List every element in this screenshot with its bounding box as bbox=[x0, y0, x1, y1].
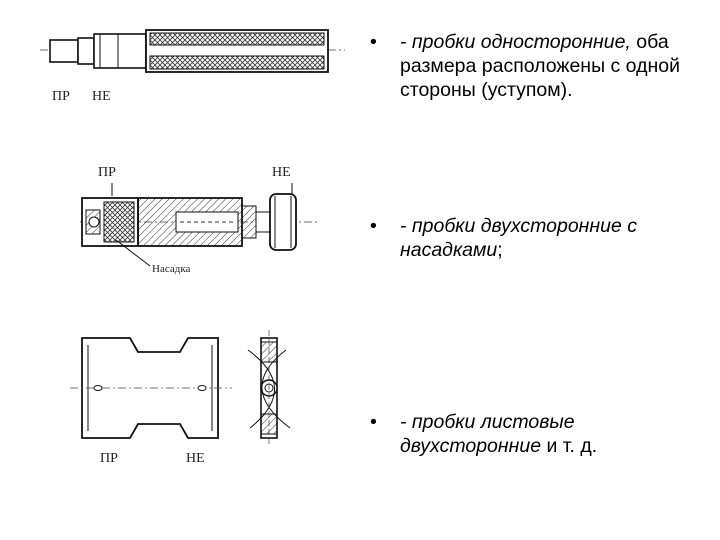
bullet-regular-text: и т. д. bbox=[541, 435, 598, 457]
fig2-label-pr: ПР bbox=[98, 165, 116, 180]
fig2-label-ne: НЕ bbox=[272, 165, 291, 180]
bullet-marker: • bbox=[370, 31, 377, 53]
bullet-italic-text: - пробки односторонние, bbox=[400, 31, 631, 53]
fig3-label-pr: ПР bbox=[100, 451, 118, 466]
gauge-illustrations: ПР НЕ ПР НЕ Насадка bbox=[40, 29, 345, 466]
bullet-item-sheet: • - пробки листовые двухсторонние и т. д… bbox=[366, 410, 706, 458]
single-sided-plug-drawing: ПР НЕ bbox=[40, 29, 345, 104]
sheet-double-sided-plug-drawing: ПР НЕ bbox=[70, 330, 291, 466]
bullet-item-double-sided: • - пробки двухсторонние с насадками; bbox=[366, 214, 706, 262]
bullet-marker: • bbox=[370, 215, 377, 237]
fig1-label-ne: НЕ bbox=[92, 89, 111, 104]
bullet-italic-text: - пробки листовые двухсторонние bbox=[400, 411, 575, 457]
fig3-label-ne: НЕ bbox=[186, 451, 205, 466]
double-sided-plug-with-attachment-drawing: ПР НЕ Насадка bbox=[80, 165, 318, 275]
bullet-italic-text: - пробки двухсторонние с насадками bbox=[400, 215, 637, 261]
bullet-marker: • bbox=[370, 411, 377, 433]
fig2-label-attachment: Насадка bbox=[152, 263, 190, 275]
bullet-regular-text: ; bbox=[497, 239, 503, 261]
fig1-label-pr: ПР bbox=[52, 89, 70, 104]
bullet-regular-text: оба размера расположены с одной стороны … bbox=[400, 31, 680, 101]
bullet-item-single-sided: • - пробки односторонние, оба размера ра… bbox=[366, 30, 706, 102]
